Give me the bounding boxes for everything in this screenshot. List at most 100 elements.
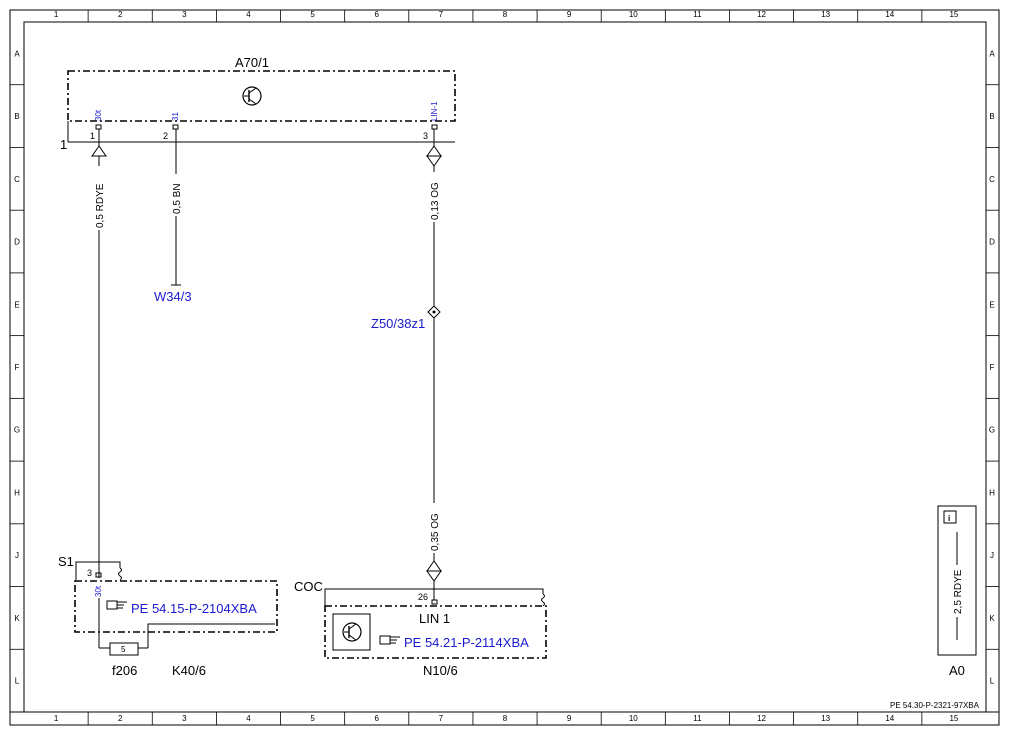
grid-row-label: H (989, 488, 995, 497)
fuse-icon (109, 642, 139, 656)
grid-row-label: L (15, 677, 20, 686)
grid-column-label: 1 (54, 10, 59, 19)
grid-column-markers: 1122334455667788991010111112121313141415… (54, 10, 959, 725)
n10-box (324, 605, 547, 659)
n10-pin-connector (431, 599, 438, 605)
connector-icon (426, 560, 442, 572)
grid-column-label: 11 (693, 10, 702, 19)
grid-row-label: A (989, 49, 995, 58)
grid-row-label: F (990, 363, 995, 372)
wire-3-label: 0,13 OG (430, 182, 441, 220)
outer-frame (9, 9, 1000, 726)
s1-outline (75, 561, 121, 580)
grid-column-label: 3 (182, 714, 187, 723)
a70-pin-3-name: LIN-1 (430, 101, 439, 121)
component-n10[interactable]: COC 26 LIN 1 PE 54.21-P-2114XBA N10/6 (294, 579, 547, 678)
n10-pin-number: 26 (418, 592, 428, 602)
fuse-label: f206 (112, 663, 137, 678)
grid-column-label: 7 (439, 714, 444, 723)
a70-label: A70/1 (235, 55, 269, 70)
grid-column-label: 10 (629, 714, 638, 723)
a70-pin-1-name: 30t (94, 109, 103, 121)
grid-row-label: K (989, 614, 995, 623)
svg-text:i: i (948, 514, 950, 523)
grid-row-label: E (989, 300, 994, 309)
lin-label: LIN 1 (419, 611, 450, 626)
connector-icon (426, 570, 442, 582)
grid-row-label: H (14, 488, 20, 497)
a70-pin-2-number: 2 (163, 131, 168, 141)
connector-icon (426, 145, 442, 157)
grid-column-label: 6 (375, 714, 380, 723)
info-icon: i (943, 510, 957, 524)
grid-column-label: 13 (821, 10, 830, 19)
grid-column-label: 11 (693, 714, 702, 723)
grid-column-label: 15 (949, 10, 958, 19)
pointing-hand-icon (106, 600, 127, 610)
k40-pin-name: 30t (94, 585, 103, 597)
component-k40[interactable]: S1 3 30t PE 54.15-P-2104XBA 5 f206 K40/6 (58, 554, 278, 678)
grid-column-label: 14 (885, 10, 894, 19)
k40-link[interactable]: PE 54.15-P-2104XBA (131, 601, 257, 616)
grid-column-label: 14 (885, 714, 894, 723)
a70-pin-2-connector (172, 124, 179, 130)
a70-pin-3-connector (431, 124, 438, 130)
a70-box (67, 70, 456, 122)
legend-label: A0 (949, 663, 965, 678)
grid-row-label: D (989, 238, 995, 247)
s1-spring (118, 567, 122, 581)
grid-column-label: 13 (821, 714, 830, 723)
grid-row-label: G (14, 426, 20, 435)
grid-column-label: 10 (629, 10, 638, 19)
wire-2[interactable]: 0,5 BN W34/3 (154, 129, 192, 304)
grid-column-label: 4 (246, 714, 251, 723)
grid-row-label: B (14, 112, 19, 121)
pointing-hand-icon (379, 635, 400, 645)
grid-row-label: D (14, 238, 20, 247)
grid-row-label: L (990, 677, 995, 686)
wire-4-label: 0,35 OG (430, 513, 441, 551)
grid-column-label: 9 (567, 10, 572, 19)
a70-side-label: 1 (60, 137, 67, 152)
grid-column-label: 8 (503, 10, 508, 19)
k40-box (74, 580, 278, 633)
legend-wire-label: 2,5 RDYE (953, 569, 964, 614)
grid-column-label: 1 (54, 714, 59, 723)
grid-row-label: J (15, 551, 19, 560)
grid-column-label: 9 (567, 714, 572, 723)
grid-column-label: 7 (439, 10, 444, 19)
a70-pin-1-number: 1 (90, 131, 95, 141)
connector-icon (91, 145, 107, 157)
transistor-icon (242, 86, 262, 106)
legend-box (937, 505, 977, 656)
n10-link[interactable]: PE 54.21-P-2114XBA (404, 635, 529, 650)
legend-a0[interactable]: i 2,5 RDYE A0 (937, 505, 977, 678)
a70-pin-1-connector (95, 124, 102, 130)
z50-label[interactable]: Z50/38z1 (371, 316, 425, 331)
component-a70[interactable]: A70/1 1 30t 31 LIN-1 1 2 3 (60, 55, 456, 152)
grid-column-label: 15 (949, 714, 958, 723)
w34-label[interactable]: W34/3 (154, 289, 192, 304)
grid-column-label: 12 (757, 714, 766, 723)
grid-column-label: 3 (182, 10, 187, 19)
grid-row-label: C (989, 175, 995, 184)
wire-1[interactable]: 0,5 RDYE (91, 129, 107, 578)
grid-row-label: F (15, 363, 20, 372)
grid-column-label: 5 (310, 10, 315, 19)
grid-row-label: K (14, 614, 20, 623)
connector-icon (426, 155, 442, 167)
grid-column-label: 6 (375, 10, 380, 19)
n10-label: N10/6 (423, 663, 458, 678)
coc-label: COC (294, 579, 323, 594)
grid-column-label: 2 (118, 10, 123, 19)
grid-column-label: 8 (503, 714, 508, 723)
grid-row-label: B (989, 112, 994, 121)
wire-3[interactable]: 0,13 OG Z50/38z1 0,35 OG (371, 129, 442, 600)
grid-row-label: J (990, 551, 994, 560)
document-reference: PE 54.30-P-2321-97XBA (890, 701, 980, 710)
grid-row-label: G (989, 426, 995, 435)
s1-label: S1 (58, 554, 74, 569)
grid-column-label: 2 (118, 714, 123, 723)
